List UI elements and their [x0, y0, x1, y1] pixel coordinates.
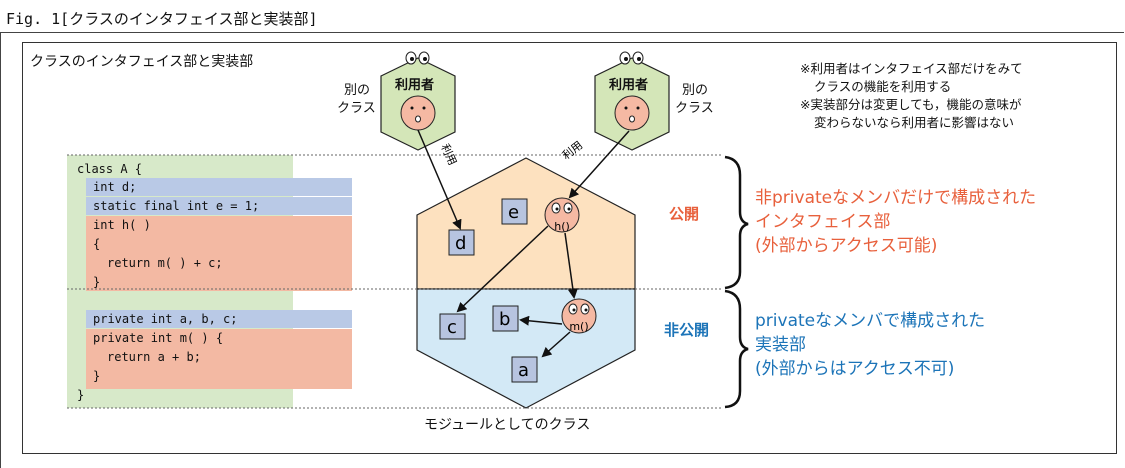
- member-c: [439, 313, 466, 340]
- user-face-icon: [400, 95, 436, 131]
- use-label: 利用: [560, 139, 585, 163]
- private-description: privateなメンバで構成された 実装部 (外部からはアクセス不可): [755, 311, 986, 379]
- private-region: [416, 288, 636, 409]
- code-line: }: [93, 369, 101, 383]
- band-static-e: [86, 197, 352, 215]
- member-d-label: d: [455, 233, 466, 254]
- note-line: クラスの機能を利用する: [814, 79, 952, 94]
- method-m-icon: [561, 298, 597, 334]
- method-h-label: h(): [554, 220, 570, 233]
- arrow-user1-to-d: [417, 129, 462, 230]
- member-a: [511, 356, 538, 383]
- member-d: [448, 229, 475, 256]
- user-face-icon: [614, 95, 650, 131]
- member-e-label: e: [508, 202, 519, 223]
- method-h-icon: [544, 197, 580, 233]
- arrow-m-to-a: [541, 331, 571, 358]
- member-c-label: c: [447, 317, 457, 338]
- method-m-label: m(): [569, 320, 588, 333]
- band-int-d: [86, 178, 352, 196]
- code-line: return m( ) + c;: [107, 256, 223, 270]
- member-a-label: a: [518, 360, 529, 381]
- band-method-h: [86, 216, 352, 291]
- arrow-h-to-m: [564, 232, 578, 299]
- band-private-fields: [86, 310, 352, 328]
- public-label: 公開: [669, 205, 700, 223]
- public-description: 非privateなメンバだけで構成された インタフェイス部 (外部からアクセス可…: [755, 188, 1037, 256]
- code-line: static final int e = 1;: [93, 199, 260, 213]
- code-line: }: [77, 388, 85, 402]
- use-label: 利用: [438, 142, 459, 167]
- arrow-h-to-c: [456, 225, 549, 313]
- code-line: private int m( ) {: [93, 331, 224, 345]
- arrow-user2-to-h: [568, 130, 630, 199]
- outer-frame: [0, 32, 1124, 468]
- other-class-text: 別の クラス: [337, 83, 376, 116]
- arrow-m-to-b: [519, 315, 563, 326]
- code-line: class A {: [77, 162, 143, 176]
- user-label: 利用者: [395, 78, 435, 93]
- code-listing: class A { int d; static final int e = 1;…: [67, 155, 352, 408]
- panel-title: クラスのインタフェイス部と実装部: [30, 54, 254, 70]
- eyes-icon: [405, 51, 430, 65]
- note-line: ※実装部分は変更しても，機能の意味が: [800, 97, 1022, 112]
- code-line: {: [93, 237, 101, 251]
- code-line: int d;: [93, 180, 137, 194]
- note-line: ※利用者はインタフェイス部だけをみて: [800, 61, 1023, 76]
- note-line: 変わらないなら利用者に影響はない: [814, 115, 1015, 130]
- public-brace: [724, 155, 749, 290]
- member-e: [501, 198, 528, 225]
- private-brace: [724, 289, 749, 409]
- code-line: return a + b;: [107, 350, 201, 364]
- code-line: private int a, b, c;: [93, 312, 238, 326]
- band-method-m: [86, 329, 352, 389]
- user-label: 利用者: [609, 78, 649, 93]
- other-class-text: 別の クラス: [675, 83, 714, 116]
- diagram-caption: モジュールとしてのクラス: [424, 417, 591, 433]
- eyes-icon: [619, 51, 644, 65]
- code-line: }: [93, 275, 101, 289]
- private-label: 非公開: [664, 321, 710, 339]
- member-b: [492, 305, 519, 332]
- member-b-label: b: [499, 309, 510, 330]
- figure-title: Fig. 1[クラスのインタフェイス部と実装部]: [6, 10, 318, 28]
- code-line: int h( ): [93, 218, 151, 232]
- notes: ※利用者はインタフェイス部だけをみて クラスの機能を利用する ※実装部分は変更し…: [800, 60, 1023, 132]
